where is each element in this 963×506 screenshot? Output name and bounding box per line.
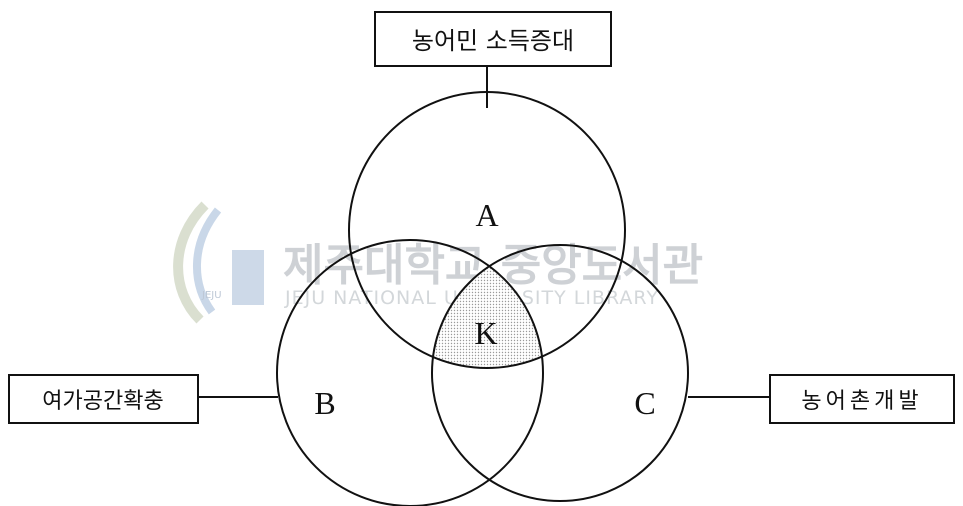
circle-c bbox=[431, 244, 689, 502]
watermark-logo: JEJU bbox=[173, 201, 264, 324]
label-box-left: 여가공간확충 bbox=[8, 374, 199, 424]
circle-b bbox=[276, 239, 544, 506]
label-box-right: 농어촌개발 bbox=[769, 374, 955, 424]
center-intersection-shading bbox=[432, 245, 543, 368]
center-k-label: K bbox=[474, 315, 497, 351]
watermark-logo-text: JEJU bbox=[201, 290, 222, 301]
circle-c-label: C bbox=[634, 385, 655, 421]
label-box-top: 농어민 소득증대 bbox=[374, 11, 612, 67]
label-top-text: 농어민 소득증대 bbox=[412, 27, 574, 55]
label-left-text: 여가공간확충 bbox=[42, 389, 163, 414]
label-right-text: 농어촌개발 bbox=[801, 389, 922, 414]
circle-b-label: B bbox=[314, 385, 335, 421]
circle-a-label: A bbox=[475, 197, 498, 233]
